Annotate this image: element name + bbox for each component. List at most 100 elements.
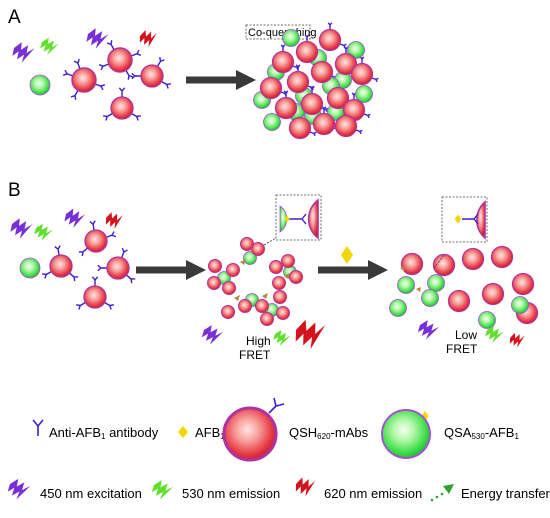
antibody-icon xyxy=(363,113,371,119)
red-quantum-dot xyxy=(295,40,319,64)
antibody-icon xyxy=(161,80,171,89)
afb-icon xyxy=(454,214,462,224)
lightning-purple-icon xyxy=(417,320,440,340)
antibody-icon xyxy=(327,22,333,29)
red-quantum-dot xyxy=(271,50,295,74)
legend-afb-label: AFB1 xyxy=(195,425,225,441)
red-quantum-dot xyxy=(312,112,336,136)
qsh-legend-icon xyxy=(222,397,285,462)
red-quantum-dot xyxy=(318,28,342,52)
green-quantum-dot xyxy=(511,296,529,314)
red-quantum-dot xyxy=(432,253,456,277)
antibody-icon xyxy=(42,270,52,279)
red-qd-half xyxy=(307,198,319,240)
afb-icon xyxy=(284,215,290,223)
legend-antibody-label: Anti-AFB1 antibody xyxy=(49,425,159,441)
high-fret-inset-box xyxy=(275,194,322,241)
red-quantum-dot xyxy=(511,272,535,296)
red-quantum-dot xyxy=(272,276,286,290)
red-quantum-dot xyxy=(207,276,221,290)
red-quantum-dot xyxy=(481,282,505,306)
antibody-icon xyxy=(54,245,61,256)
antibody-icon xyxy=(89,220,96,231)
antibody-icon xyxy=(131,72,141,80)
lightning-red-icon xyxy=(295,477,316,497)
red-quantum-dot xyxy=(350,62,374,86)
antibody-icon xyxy=(62,69,73,77)
lightning-red-icon xyxy=(509,332,525,348)
antibody-icon xyxy=(95,83,106,91)
high-fret-line2: FRET xyxy=(239,348,271,362)
energy-transfer-icon xyxy=(430,484,454,502)
red-quantum-dot xyxy=(276,306,290,320)
red-quantum-dot xyxy=(208,259,222,273)
red-quantum-dot xyxy=(274,96,298,120)
panel-b-arrowhead-2 xyxy=(368,260,388,280)
coquenching-box xyxy=(245,24,311,40)
green-quantum-dot xyxy=(19,257,41,279)
panel-b-arrowhead-1 xyxy=(186,260,206,280)
antibody-icon xyxy=(68,272,79,282)
red-quantum-dot xyxy=(326,86,350,110)
legend-em620-label: 620 nm emission xyxy=(324,486,422,501)
red-quantum-dot xyxy=(490,245,514,269)
antibody-icon xyxy=(73,58,81,69)
red-quantum-dot xyxy=(83,285,107,309)
lightning-red-icon xyxy=(139,30,157,47)
antibody-icon xyxy=(106,231,117,238)
high-fret-line1: High xyxy=(246,334,271,348)
high-fret-inset xyxy=(263,198,319,246)
antibody-icon xyxy=(359,56,365,63)
green-quantum-dot xyxy=(29,74,51,96)
red-quantum-dot xyxy=(107,47,133,73)
panel-a-aggregate-cluster xyxy=(253,22,379,140)
energy-transfer-icon xyxy=(284,273,290,279)
low-fret-inset-box xyxy=(441,196,488,243)
lightning-red-icon xyxy=(295,319,326,350)
antibody-icon xyxy=(76,301,86,310)
antibody-icon xyxy=(268,397,285,414)
afb-added-icon xyxy=(341,246,353,264)
antibody-icon xyxy=(121,247,128,258)
lightning-purple-icon xyxy=(7,478,31,500)
green-quantum-dot xyxy=(243,251,257,265)
panel-a-dispersed-qds xyxy=(29,40,171,121)
panel-b-dissociated-qds xyxy=(389,245,539,329)
red-quantum-dot xyxy=(310,60,334,84)
antibody-icon xyxy=(371,77,379,83)
red-quantum-dot xyxy=(221,305,235,319)
antibody-icon xyxy=(131,112,141,121)
antibody-icon xyxy=(118,87,126,97)
antibody-icon xyxy=(70,90,79,100)
energy-transfer-icon xyxy=(416,287,421,292)
red-quantum-dot xyxy=(222,281,236,295)
antibody-icon xyxy=(131,49,142,57)
red-quantum-dot xyxy=(281,254,295,268)
red-quantum-dot xyxy=(259,76,283,100)
low-fret-line1: Low xyxy=(455,328,477,342)
legend-qsh-label: QSH620-mAbs xyxy=(289,425,369,441)
zoom-guide xyxy=(433,254,445,269)
antibody-icon xyxy=(98,63,109,71)
red-quantum-dot xyxy=(84,229,108,253)
antibody-legend-icon xyxy=(32,419,44,436)
red-quantum-dot xyxy=(255,299,269,313)
antibody-icon xyxy=(462,213,479,225)
zoom-guide xyxy=(263,237,277,246)
antibody-icon xyxy=(78,247,89,257)
legend-em530-label: 530 nm emission xyxy=(182,486,280,501)
energy-transfer-icon xyxy=(234,295,240,301)
red-quantum-dot xyxy=(238,299,252,313)
green-quantum-dot xyxy=(347,41,365,59)
lightning-green-icon xyxy=(151,480,174,500)
lightning-purple-icon xyxy=(86,28,109,49)
antibody-icon xyxy=(97,264,107,272)
panel-a-arrowhead xyxy=(236,70,256,90)
panel-b-dispersed-qds xyxy=(19,220,136,310)
red-quantum-dot xyxy=(110,96,134,120)
green-quantum-dot xyxy=(397,276,415,294)
red-quantum-dot xyxy=(447,289,471,313)
antibody-icon xyxy=(283,90,289,97)
antibody-icon xyxy=(288,213,307,225)
